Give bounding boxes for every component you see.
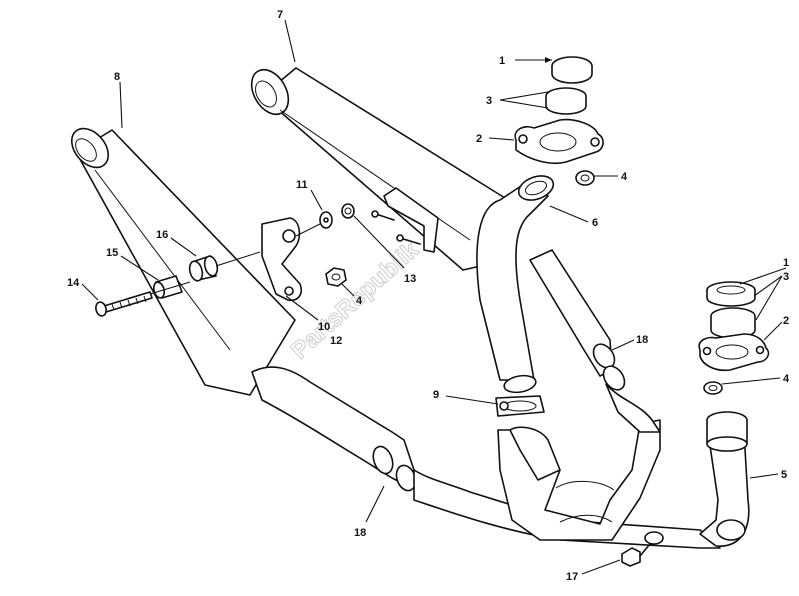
front-silencer <box>70 127 296 396</box>
front-flange-stack <box>698 281 770 395</box>
callout-17: 17 <box>566 571 578 583</box>
pipe-clamp <box>495 395 545 417</box>
callout-4-middle: 4 <box>356 295 363 307</box>
callout-15: 15 <box>106 247 118 259</box>
exhaust-flange-2a <box>514 118 604 165</box>
callout-16: 16 <box>156 229 168 241</box>
callout-labels: 1 3 2 4 6 7 8 11 16 15 14 13 4 <box>67 9 790 583</box>
callout-7: 7 <box>277 9 283 21</box>
rear-flange-stack <box>514 56 604 186</box>
callout-11: 11 <box>296 179 308 191</box>
callout-4-right: 4 <box>783 373 790 385</box>
nut-4c <box>703 381 723 395</box>
callout-9: 9 <box>433 389 439 401</box>
silencer-hardware <box>95 203 355 317</box>
callout-3-upper: 3 <box>486 95 492 107</box>
callout-4-upper: 4 <box>621 171 628 183</box>
silencer-mounting-bracket <box>371 187 439 253</box>
callout-1-upper: 1 <box>499 55 505 67</box>
callout-8: 8 <box>114 71 120 83</box>
callout-10: 10 <box>318 321 330 333</box>
callout-1-right: 1 <box>783 257 789 269</box>
callout-2-right: 2 <box>783 315 789 327</box>
callout-3-right: 3 <box>783 271 789 283</box>
bolt-17 <box>621 543 651 567</box>
callout-13: 13 <box>404 273 416 285</box>
callout-14: 14 <box>67 277 80 289</box>
exhaust-pipes <box>251 175 750 549</box>
nut-4a <box>575 170 595 186</box>
callout-6: 6 <box>592 217 598 229</box>
callout-12: 12 <box>330 335 342 347</box>
callout-2-upper: 2 <box>476 133 482 145</box>
callout-18-bottom: 18 <box>354 527 366 539</box>
exhaust-flange-2b <box>698 333 770 372</box>
callout-5: 5 <box>781 469 787 481</box>
callout-18-right: 18 <box>636 334 648 346</box>
